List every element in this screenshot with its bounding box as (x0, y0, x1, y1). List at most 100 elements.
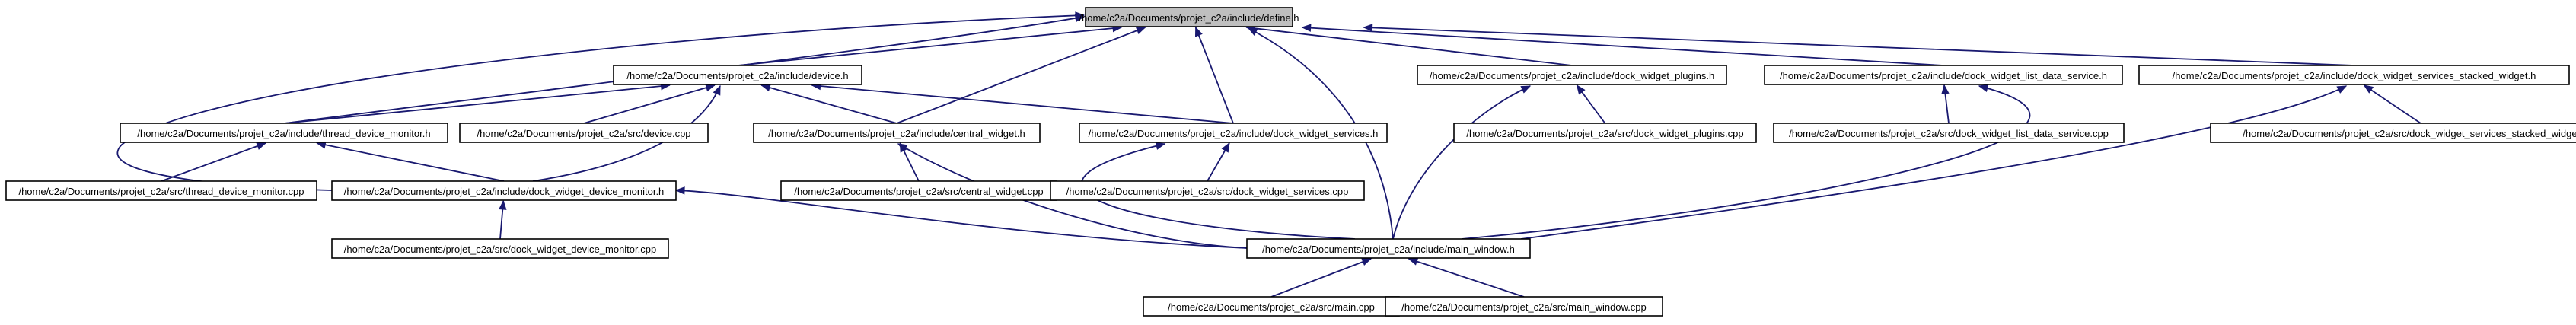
edge-dock_widget_plugins_h-to-define_h (1245, 24, 1573, 66)
edge-main_window_h-to-dock_widget_plugins_h (1392, 85, 1532, 240)
node-thread-device-monitor-h[interactable]: /home/c2a/Documents/projet_c2a/include/t… (120, 123, 448, 143)
edge-main_window_cpp-to-main_window_h (1408, 257, 1525, 298)
node-label: /home/c2a/Documents/projet_c2a/include/m… (1262, 244, 1515, 255)
arrowhead-icon (1155, 142, 1166, 150)
edge-dock_widget_device_monitor_h-to-define_h (116, 11, 1086, 191)
node-device-cpp[interactable]: /home/c2a/Documents/projet_c2a/src/devic… (459, 123, 709, 143)
edge-line (283, 84, 670, 124)
arrowhead-icon (1941, 84, 1950, 95)
edge-main_window_h-to-define_h (1247, 27, 1394, 240)
edge-dock_widget_list_data_service_h-to-define_h (1301, 24, 1944, 66)
arrowhead-icon (1520, 85, 1532, 94)
edge-device_cpp-to-device_h (583, 84, 716, 124)
node-dock-widget-plugins-cpp[interactable]: /home/c2a/Documents/projet_c2a/src/dock_… (1453, 123, 1757, 143)
edge-line (1081, 143, 1356, 240)
node-central-widget-cpp[interactable]: /home/c2a/Documents/projet_c2a/src/centr… (780, 180, 1057, 201)
node-main-window-h[interactable]: /home/c2a/Documents/projet_c2a/include/m… (1246, 238, 1531, 259)
edge-line (737, 27, 1122, 66)
arrowhead-icon (705, 84, 716, 92)
node-thread-device-monitor-cpp[interactable]: /home/c2a/Documents/projet_c2a/src/threa… (5, 180, 317, 201)
node-label: /home/c2a/Documents/projet_c2a/include/d… (626, 70, 848, 81)
node-label: /home/c2a/Documents/projet_c2a/include/d… (1780, 70, 2107, 81)
arrowhead-icon (1576, 84, 1586, 95)
edge-dock_widget_list_data_service_cpp-to-dock_widget_list_data_service_h (1941, 84, 1950, 124)
node-box (1079, 123, 1388, 143)
node-label: /home/c2a/Documents/projet_c2a/include/d… (1079, 12, 1299, 24)
arrowhead-icon (760, 84, 771, 92)
node-box (1246, 238, 1531, 259)
arrowhead-icon (1978, 84, 1989, 92)
node-dock-widget-list-data-service-cpp[interactable]: /home/c2a/Documents/projet_c2a/src/dock_… (1773, 123, 2125, 143)
node-label: /home/c2a/Documents/projet_c2a/src/main_… (1401, 301, 1647, 313)
node-label: /home/c2a/Documents/projet_c2a/include/t… (137, 128, 430, 139)
edge-dock_widget_device_monitor_h-to-thread_device_monitor_h (316, 141, 505, 182)
node-dock-widget-device-monitor-h[interactable]: /home/c2a/Documents/projet_c2a/include/d… (331, 180, 677, 201)
node-box (1417, 65, 1727, 85)
node-box (613, 65, 862, 85)
arrowhead-icon (713, 84, 721, 96)
node-dock-widget-services-stacked-widget-cpp[interactable]: /home/c2a/Documents/projet_c2a/src/dock_… (2210, 123, 2576, 143)
edge-thread_device_monitor_h-to-device_h (283, 81, 671, 124)
node-central-widget-h[interactable]: /home/c2a/Documents/projet_c2a/include/c… (753, 123, 1041, 143)
edge-line (761, 84, 897, 124)
node-label: /home/c2a/Documents/projet_c2a/include/c… (768, 128, 1025, 139)
arrowhead-icon (1408, 257, 1419, 266)
arrowhead-icon (1135, 27, 1146, 35)
edge-line (897, 143, 1249, 249)
edge-main_window_h-to-dock_widget_device_monitor_h (674, 186, 1248, 249)
node-dock-widget-services-cpp[interactable]: /home/c2a/Documents/projet_c2a/src/dock_… (1050, 180, 1365, 201)
node-device-h[interactable]: /home/c2a/Documents/projet_c2a/include/d… (613, 65, 862, 85)
edge-line (2364, 84, 2421, 124)
edge-line (116, 14, 1085, 191)
node-dock-widget-list-data-service-h[interactable]: /home/c2a/Documents/projet_c2a/include/d… (1764, 65, 2123, 85)
edge-line (675, 190, 1248, 249)
node-dock-widget-services-stacked-widget-h[interactable]: /home/c2a/Documents/projet_c2a/include/d… (2138, 65, 2570, 85)
node-box (1143, 296, 1400, 317)
arrowhead-icon (674, 186, 685, 195)
node-box (459, 123, 709, 143)
edge-line (1392, 85, 1531, 240)
edge-line (1363, 27, 2354, 66)
arrowhead-icon (1247, 27, 1258, 36)
edge-line (1194, 27, 1234, 124)
node-main-window-cpp[interactable]: /home/c2a/Documents/projet_c2a/src/main_… (1385, 296, 1663, 317)
edge-line (1246, 27, 1573, 66)
edge-line (1520, 85, 2347, 240)
edge-line (583, 84, 715, 124)
node-label: /home/c2a/Documents/projet_c2a/src/main.… (1168, 301, 1375, 313)
node-box (1773, 123, 2125, 143)
arrowhead-icon (1361, 258, 1372, 266)
node-box (1085, 7, 1293, 27)
node-box (780, 180, 1057, 201)
node-label: /home/c2a/Documents/projet_c2a/src/threa… (18, 186, 304, 197)
edge-line (1461, 85, 2031, 240)
edge-main_window_h-to-dock_widget_services_stacked_widget_h (1520, 85, 2348, 240)
arrowhead-icon (897, 143, 908, 152)
node-box (2210, 123, 2576, 143)
edge-dock_widget_plugins_cpp-to-dock_widget_plugins_h (1576, 84, 1606, 124)
edge-main_cpp-to-main_window_h (1270, 258, 1372, 298)
node-dock-widget-plugins-h[interactable]: /home/c2a/Documents/projet_c2a/include/d… (1417, 65, 1727, 85)
node-label: /home/c2a/Documents/projet_c2a/src/dock_… (1466, 128, 1743, 139)
arrowhead-icon (499, 199, 507, 210)
edge-central_widget_h-to-define_h (896, 27, 1146, 124)
node-label: /home/c2a/Documents/projet_c2a/src/dock_… (344, 244, 656, 255)
node-box (5, 180, 317, 201)
node-dock-widget-services-h[interactable]: /home/c2a/Documents/projet_c2a/include/d… (1079, 123, 1388, 143)
node-box (1385, 296, 1663, 317)
node-define-h[interactable]: /home/c2a/Documents/projet_c2a/include/d… (1079, 7, 1299, 27)
edge-main_window_h-to-dock_widget_list_data_service_h (1461, 84, 2031, 240)
node-label: /home/c2a/Documents/projet_c2a/include/d… (1430, 70, 1714, 81)
node-label: /home/c2a/Documents/projet_c2a/include/d… (2173, 70, 2536, 81)
node-main-cpp[interactable]: /home/c2a/Documents/projet_c2a/src/main.… (1143, 296, 1400, 317)
edge-line (317, 142, 505, 182)
edge-line (896, 27, 1146, 124)
edge-line (161, 142, 266, 182)
node-dock-widget-device-monitor-cpp[interactable]: /home/c2a/Documents/projet_c2a/src/dock_… (331, 238, 669, 259)
arrowhead-icon (2336, 85, 2348, 94)
node-box (1453, 123, 1757, 143)
edge-main_window_h-to-dock_widget_services_h (1081, 142, 1356, 240)
arrowhead-icon (1221, 142, 1230, 153)
node-label: /home/c2a/Documents/projet_c2a/include/d… (1089, 128, 1379, 139)
